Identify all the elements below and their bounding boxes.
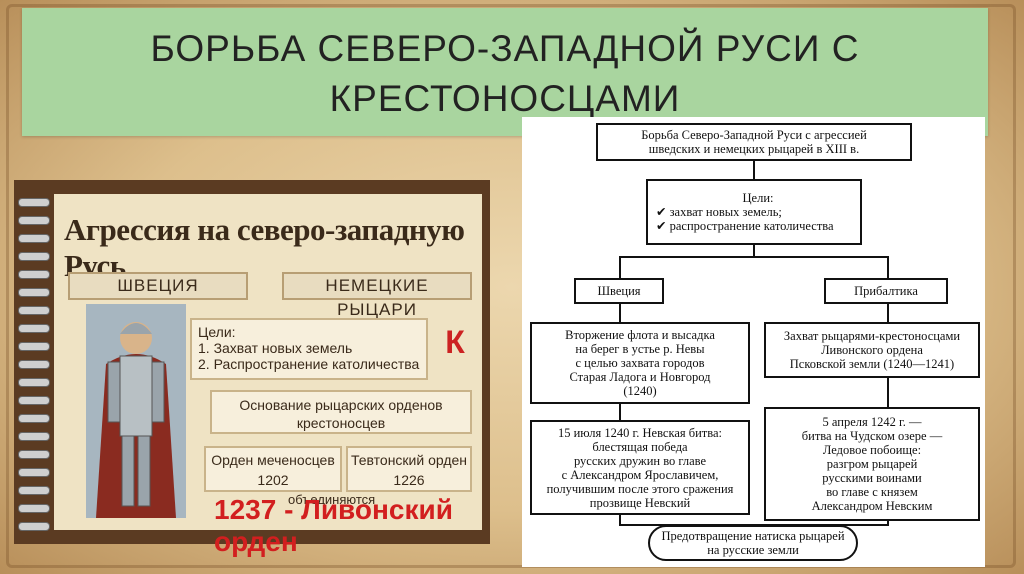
goals-label: Цели: xyxy=(198,324,236,340)
order-teutonic-name: Тевтонский орден xyxy=(350,452,468,468)
ice-battle-line1: 5 апреля 1242 г. — xyxy=(822,415,922,429)
slide-title: БОРЬБА СЕВЕРО-ЗАПАДНОЙ РУСИ С КРЕСТОНОСЦ… xyxy=(22,24,988,124)
diagram-goal-1: ✔ захват новых земель; xyxy=(656,205,782,219)
notebook-rings xyxy=(18,198,54,531)
neva-battle-line1: 15 июля 1240 г. Невская битва: xyxy=(557,425,723,440)
pskov-capture-line1: Захват рыцарями-крестоносцами xyxy=(783,329,961,343)
pskov-capture-line3: Псковской земли (1240—1241) xyxy=(789,357,955,371)
ice-battle-box: 5 апреля 1242 г. — битва на Чудском озер… xyxy=(764,407,980,521)
neva-battle-line5: получившим после этого сражения xyxy=(546,481,734,496)
k-letter: К xyxy=(445,324,465,360)
ice-battle-line3: Ледовое побоище: xyxy=(822,443,922,457)
notebook-image: Агрессия на северо-западную Русь ШВЕЦИЯ … xyxy=(14,180,490,557)
ice-battle-line6: во главе с князем xyxy=(826,485,918,499)
sweden-invasion-line1: Вторжение флота и высадка xyxy=(565,328,715,342)
diagram-sweden-label: Швеция xyxy=(597,284,641,298)
goal-1: 1. Захват новых земель xyxy=(198,340,353,356)
outcome-box: Предотвращение натиска рыцарей на русски… xyxy=(648,525,858,561)
ice-battle-line7: Александром Невским xyxy=(811,499,933,513)
order-teutonic-year: 1226 xyxy=(393,472,425,488)
pskov-capture-box: Захват рыцарями-крестоносцами Ливонского… xyxy=(764,322,980,378)
neva-battle-line3: русских дружин во главе xyxy=(573,453,707,468)
livonian-order-label: 1237 - Ливонский орден xyxy=(214,494,453,557)
top-line1: Борьба Северо-Западной Руси с агрессией xyxy=(641,128,867,142)
diagram-top-box: Борьба Северо-Западной Руси с агрессией … xyxy=(596,123,912,161)
knight-illustration xyxy=(86,304,186,518)
goal-2: 2. Распространение католичества xyxy=(198,356,420,372)
sweden-header: ШВЕЦИЯ xyxy=(68,272,248,300)
title-band: БОРЬБА СЕВЕРО-ЗАПАДНОЙ РУСИ С КРЕСТОНОСЦ… xyxy=(22,8,988,136)
sweden-invasion-line2: на берег в устье р. Невы xyxy=(575,342,705,356)
diagram-baltics-label: Прибалтика xyxy=(854,284,918,298)
unite-label: объединяются xyxy=(288,492,376,507)
notebook-page: Агрессия на северо-западную Русь ШВЕЦИЯ … xyxy=(54,194,482,557)
orders-line2: крестоносцев xyxy=(296,415,386,431)
order-swordbearers-year: 1202 xyxy=(257,472,289,488)
neva-battle-line2: блестящая победа xyxy=(592,439,688,454)
outcome-line2: на русские земли xyxy=(707,543,799,557)
neva-battle-box: 15 июля 1240 г. Невская битва: блестящая… xyxy=(530,420,750,515)
sweden-invasion-line5: (1240) xyxy=(623,384,657,398)
goals-box: Цели: 1. Захват новых земель 2. Распрост… xyxy=(190,318,428,380)
ice-battle-line4: разгром рыцарей xyxy=(826,457,918,471)
parchment-edge xyxy=(6,4,1016,568)
diagram-baltics-box: Прибалтика xyxy=(824,278,948,304)
diagram-goals-label: Цели: xyxy=(742,191,774,205)
pskov-capture-line2: Ливонского ордена xyxy=(821,343,923,357)
diagram-sweden-box: Швеция xyxy=(574,278,664,304)
slide-title-line2: КРЕСТОНОСЦАМИ xyxy=(329,78,681,119)
flow-diagram: Борьба Северо-Западной Руси с агрессией … xyxy=(522,117,985,567)
slide-title-line1: БОРЬБА СЕВЕРО-ЗАПАДНОЙ РУСИ С xyxy=(150,28,860,69)
diagram-goals-box: Цели: ✔ захват новых земель; ✔ распростр… xyxy=(646,179,862,245)
orders-line1: Основание рыцарских орденов xyxy=(239,397,443,413)
orders-box: Основание рыцарских орденов крестоносцев xyxy=(210,390,472,434)
neva-battle-line4: с Александром Ярославичем, xyxy=(561,467,719,482)
outcome-line1: Предотвращение натиска рыцарей xyxy=(661,529,845,543)
ice-battle-line5: русскими воинами xyxy=(822,471,922,485)
sweden-invasion-line3: с целью захвата городов xyxy=(575,356,705,370)
order-swordbearers-box: Орден меченосцев 1202 xyxy=(204,446,342,492)
order-teutonic-box: Тевтонский орден 1226 xyxy=(346,446,472,492)
sweden-invasion-line4: Старая Ладога и Новгород xyxy=(569,370,711,384)
sweden-invasion-box: Вторжение флота и высадка на берег в уст… xyxy=(530,322,750,404)
ice-battle-line2: битва на Чудском озере — xyxy=(801,429,943,443)
german-knights-header: НЕМЕЦКИЕ РЫЦАРИ xyxy=(282,272,472,319)
order-swordbearers-name: Орден меченосцев xyxy=(211,452,335,468)
top-line2: шведских и немецких рыцарей в XIII в. xyxy=(648,142,860,156)
diagram-goal-2: ✔ распространение католичества xyxy=(656,219,834,233)
neva-battle-line6: прозвище Невский xyxy=(589,495,691,510)
